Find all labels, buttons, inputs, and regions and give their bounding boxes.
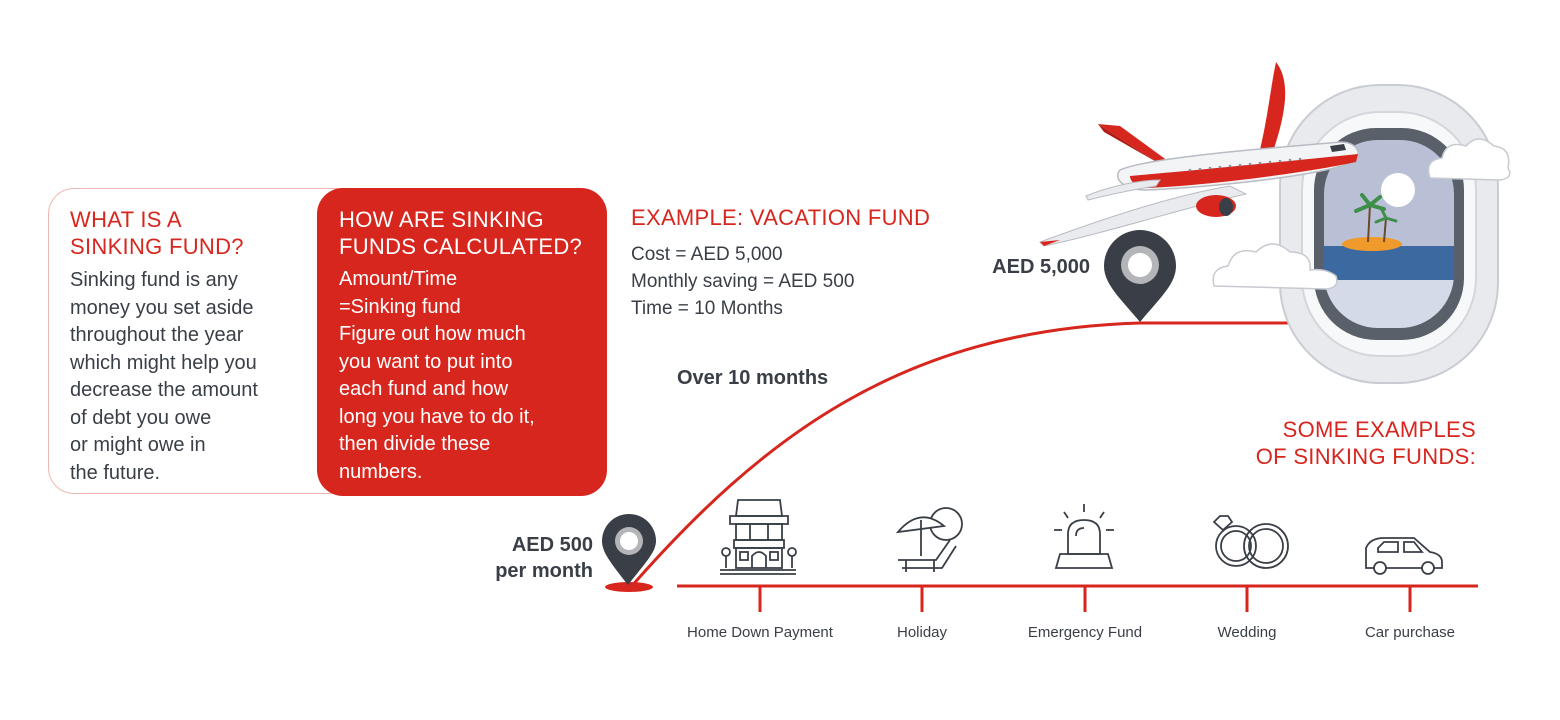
rings-icon — [1212, 515, 1289, 569]
cloud-icon — [1427, 138, 1511, 181]
body-line: Figure out how much — [339, 323, 526, 345]
body-line: which might help you — [70, 351, 257, 374]
example-label-holiday: Holiday — [896, 624, 948, 641]
body-line: numbers. — [339, 460, 423, 483]
house-icon — [720, 499, 797, 575]
start-pin-icon — [602, 514, 656, 592]
body-line: each fund and how — [339, 378, 509, 400]
end-pin-icon — [1104, 230, 1176, 322]
how-calculated-body: Figure out how much you want to put into… — [339, 321, 604, 486]
how-calculated-card — [317, 188, 607, 496]
example-line: Time = 10 Months — [631, 298, 783, 319]
body-line: then divide these — [339, 433, 491, 455]
body-line: Sinking fund is any — [70, 269, 238, 291]
start-amount-label: AED 500 per month — [440, 532, 593, 584]
formula-line: =Sinking fund — [339, 295, 461, 318]
how-calculated-heading: HOW ARE SINKING FUNDS CALCULATED? — [339, 206, 604, 260]
heading-line: SOME EXAMPLES — [1282, 417, 1476, 442]
how-calculated-formula: Amount/Time =Sinking fund — [339, 266, 604, 321]
body-line: throughout the year — [70, 324, 244, 346]
what-is-body: Sinking fund is any money you set aside … — [70, 267, 310, 487]
body-line: decrease the amount — [70, 379, 258, 401]
beach-chair-icon — [895, 507, 963, 572]
cloud-icon — [1212, 243, 1338, 290]
example-label-car: Car purchase — [1364, 624, 1456, 641]
body-line: long you have to do it, — [339, 405, 535, 428]
example-line: Cost = AED 5,000 — [631, 244, 783, 265]
body-line: of debt you owe — [70, 406, 212, 429]
start-label-line: per month — [495, 560, 593, 582]
heading-line: FUNDS CALCULATED? — [339, 234, 583, 259]
heading-line: OF SINKING FUNDS: — [1255, 444, 1476, 469]
example-label-wedding: Wedding — [1217, 624, 1277, 641]
siren-icon — [1054, 504, 1114, 569]
formula-line: Amount/Time — [339, 268, 458, 290]
example-label-emergency: Emergency Fund — [1027, 624, 1143, 641]
body-line: the future. — [70, 461, 161, 484]
airplane-icon — [1039, 62, 1360, 247]
heading-line: WHAT IS A — [70, 207, 182, 232]
timeline-ticks — [758, 586, 1412, 612]
heading-line: SINKING FUND? — [70, 234, 244, 259]
growth-curve — [628, 321, 1290, 589]
body-line: you want to put into — [339, 350, 513, 373]
body-line: or might owe in — [70, 434, 206, 456]
body-line: money you set aside — [70, 296, 254, 319]
what-is-heading: WHAT IS A SINKING FUND? — [70, 206, 310, 260]
heading-line: HOW ARE SINKING — [339, 207, 544, 232]
airplane-window-icon — [1279, 84, 1499, 384]
example-heading: EXAMPLE: VACATION FUND — [631, 205, 931, 230]
example-details: Cost = AED 5,000 Monthly saving = AED 50… — [631, 241, 951, 322]
duration-label: Over 10 months — [677, 367, 829, 389]
end-amount-label: AED 5,000 — [992, 256, 1090, 278]
example-line: Monthly saving = AED 500 — [631, 271, 855, 292]
car-icon — [1365, 537, 1443, 575]
start-label-line: AED 500 — [511, 534, 593, 556]
examples-heading: SOME EXAMPLES OF SINKING FUNDS: — [1180, 416, 1476, 470]
example-label-home: Home Down Payment — [687, 624, 833, 641]
